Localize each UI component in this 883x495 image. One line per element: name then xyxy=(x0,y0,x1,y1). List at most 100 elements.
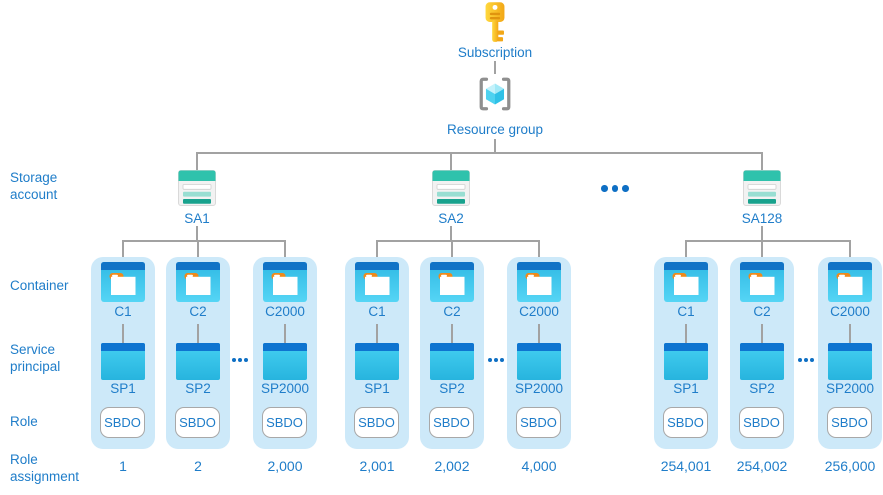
role-badge: SBDO xyxy=(739,407,784,438)
container-label: C1 xyxy=(677,304,695,319)
connector-line xyxy=(284,324,286,345)
container-icon xyxy=(828,262,872,302)
role-assignment-count: 4,000 xyxy=(521,458,557,474)
row-label-role-assignment: Role assignment xyxy=(10,452,80,484)
subscription-key-icon xyxy=(478,1,512,45)
service-principal-label: SP2 xyxy=(185,381,211,396)
service-principal-icon xyxy=(664,343,708,380)
container-column: C2 SP2 SBDO 2 xyxy=(166,240,230,485)
connector-line xyxy=(197,324,199,345)
storage-account-icon xyxy=(432,170,470,206)
container-icon xyxy=(664,262,708,302)
container-column: C1 SP1 SBDO 2,001 xyxy=(345,240,409,485)
service-principal-label: SP1 xyxy=(673,381,699,396)
container-icon xyxy=(263,262,307,302)
role-badge: SBDO xyxy=(354,407,399,438)
connector-line xyxy=(376,240,378,265)
role-badge: SBDO xyxy=(663,407,708,438)
service-principal-label: SP1 xyxy=(110,381,136,396)
row-label-service-principal: Service principal xyxy=(10,342,61,374)
row-label-role: Role xyxy=(10,414,38,429)
role-assignment-count: 2 xyxy=(194,458,202,474)
role-assignment-count: 2,002 xyxy=(434,458,470,474)
service-principal-label: SP1 xyxy=(364,381,390,396)
service-principal-label: SP2000 xyxy=(514,381,564,396)
connector-line xyxy=(450,152,452,170)
service-principal-label: SP2000 xyxy=(260,381,310,396)
role-badge: SBDO xyxy=(100,407,145,438)
role-badge: SBDO xyxy=(175,407,220,438)
connector-line xyxy=(685,324,687,345)
service-principal-icon xyxy=(517,343,561,380)
connector-line xyxy=(494,61,496,74)
container-column: C2000 SP2000 SBDO 4,000 xyxy=(507,240,571,485)
container-icon xyxy=(430,262,474,302)
row-label-container: Container xyxy=(10,278,69,293)
connector-line xyxy=(494,139,496,153)
connector-line xyxy=(450,226,452,241)
service-principal-label: SP2000 xyxy=(825,381,875,396)
connector-line xyxy=(196,152,198,170)
service-principal-icon xyxy=(101,343,145,380)
connector-line xyxy=(377,240,539,242)
connector-line xyxy=(849,324,851,345)
container-column: C1 SP1 SBDO 254,001 xyxy=(654,240,718,485)
connector-line xyxy=(451,324,453,345)
role-assignment-count: 2,001 xyxy=(359,458,395,474)
connector-line xyxy=(122,324,124,345)
service-principal-label: SP2 xyxy=(749,381,775,396)
ellipsis-icon xyxy=(601,185,629,192)
storage-account-icon xyxy=(743,170,781,206)
connector-line xyxy=(538,324,540,345)
service-principal-icon xyxy=(263,343,307,380)
connector-line xyxy=(451,240,453,265)
container-label: C1 xyxy=(368,304,386,319)
container-icon xyxy=(101,262,145,302)
connector-line xyxy=(761,240,763,265)
connector-line xyxy=(761,152,763,170)
ellipsis-icon xyxy=(232,358,248,362)
role-assignment-count: 256,000 xyxy=(824,458,876,474)
role-assignment-count: 1 xyxy=(119,458,127,474)
connector-line xyxy=(197,240,199,265)
service-principal-icon xyxy=(176,343,220,380)
service-principal-label: SP2 xyxy=(439,381,465,396)
role-badge: SBDO xyxy=(516,407,561,438)
service-principal-icon xyxy=(430,343,474,380)
resource-group-label: Resource group xyxy=(446,122,544,137)
row-label-storage-account: Storage account xyxy=(10,170,58,202)
connector-line xyxy=(686,240,850,242)
service-principal-icon xyxy=(355,343,399,380)
connector-line xyxy=(196,226,198,241)
connector-line xyxy=(538,240,540,265)
role-badge: SBDO xyxy=(429,407,474,438)
role-assignment-count: 254,001 xyxy=(660,458,712,474)
connector-line xyxy=(376,324,378,345)
container-label: C2000 xyxy=(830,304,870,319)
container-icon xyxy=(740,262,784,302)
container-label: C2000 xyxy=(265,304,305,319)
container-column: C2 SP2 SBDO 2,002 xyxy=(420,240,484,485)
container-label: C2000 xyxy=(519,304,559,319)
connector-line xyxy=(123,240,285,242)
container-label: C2 xyxy=(443,304,461,319)
container-icon xyxy=(355,262,399,302)
storage-account-icon xyxy=(178,170,216,206)
connector-line xyxy=(685,240,687,265)
connector-line xyxy=(761,226,763,241)
ellipsis-icon xyxy=(798,358,814,362)
container-label: C2 xyxy=(189,304,207,319)
container-icon xyxy=(176,262,220,302)
container-label: C1 xyxy=(114,304,132,319)
connector-line xyxy=(849,240,851,265)
container-column: C2000 SP2000 SBDO 256,000 xyxy=(818,240,882,485)
role-assignment-count: 2,000 xyxy=(267,458,303,474)
ellipsis-icon xyxy=(488,358,504,362)
container-column: C2 SP2 SBDO 254,002 xyxy=(730,240,794,485)
role-badge: SBDO xyxy=(827,407,872,438)
storage-account-sa128-label: SA128 xyxy=(741,211,783,226)
storage-account-sa1-label: SA1 xyxy=(184,211,210,226)
subscription-label: Subscription xyxy=(457,45,533,60)
container-column: C1 SP1 SBDO 1 xyxy=(91,240,155,485)
